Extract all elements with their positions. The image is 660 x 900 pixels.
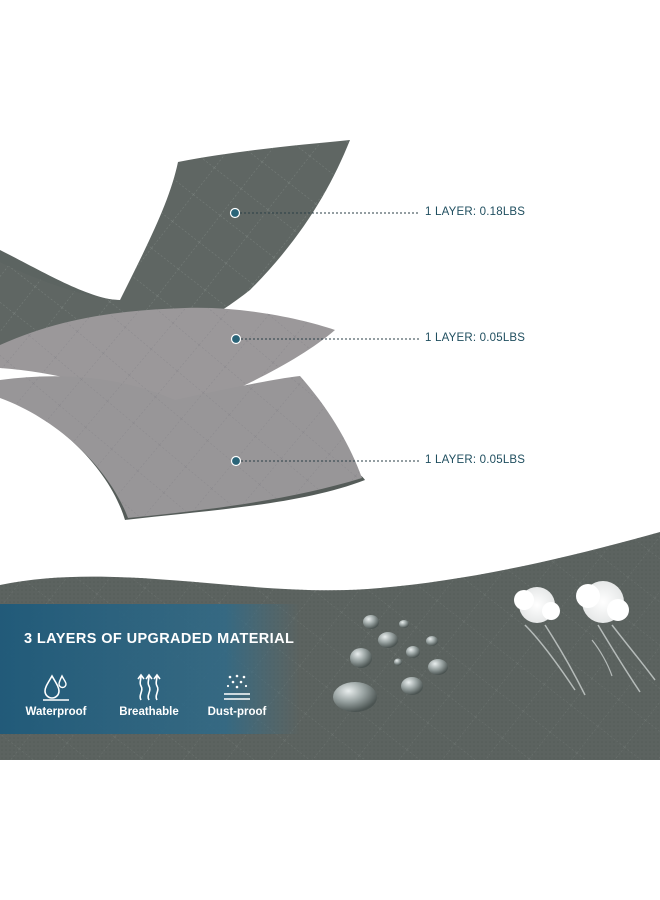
feature-banner-bg [0,604,300,734]
feature-waterproof-label: Waterproof [25,706,87,718]
feature-dust-proof-label: Dust-proof [207,706,267,718]
layer-2-weight-label: 1 LAYER: 0.05LBS [425,332,526,344]
feature-dust-proof: Dust-proof [197,672,277,718]
leader-line-3 [230,455,420,467]
water-drop-icon [43,674,69,701]
feature-breathable: Breathable [109,672,189,718]
dust-particles-icon [224,674,250,700]
feature-waterproof: Waterproof [16,672,96,718]
leader-line-2 [230,333,420,345]
breathable-puffs [514,581,656,696]
airflow-arrows-icon [137,673,161,701]
layer-3-weight-label: 1 LAYER: 0.05LBS [425,454,526,466]
layer-1-weight-label: 1 LAYER: 0.18LBS [425,206,526,218]
banner-title: 3 LAYERS OF UPGRADED MATERIAL [24,631,295,647]
leader-line-1 [229,207,420,219]
water-droplets [333,615,448,712]
feature-banner: 3 LAYERS OF UPGRADED MATERIAL Waterproof [0,604,300,734]
feature-breathable-label: Breathable [119,706,179,718]
